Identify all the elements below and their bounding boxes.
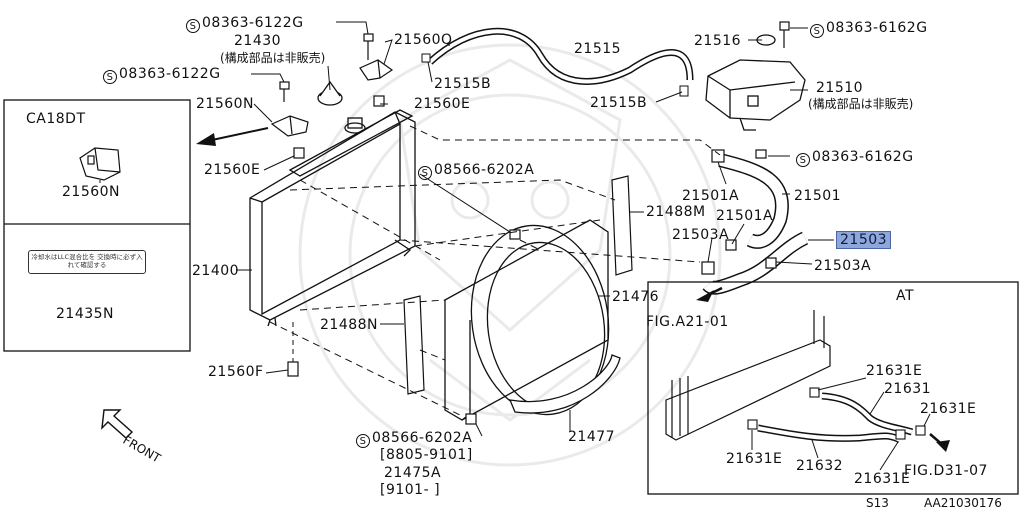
label-21501a-left: 21501A: [682, 188, 740, 204]
grommet-21560e-left: [293, 147, 305, 159]
bolt-shroud-bottom: [465, 413, 477, 425]
label-21503a-left: 21503A: [672, 227, 730, 243]
hose-clamps: [701, 149, 777, 275]
label-range-9101: [9101- ]: [380, 482, 441, 498]
label-21560f: 21560F: [208, 364, 264, 380]
label-range-8805-9101: [8805-9101]: [380, 447, 473, 463]
label-21560q: 21560Q: [394, 32, 453, 48]
clip-21515b-right: [679, 85, 689, 97]
at-title: AT: [896, 288, 915, 304]
label-21501a-right: 21501A: [716, 208, 774, 224]
at-clamps: [747, 387, 926, 440]
label-21477: 21477: [568, 429, 616, 445]
label-21560e-left: 21560E: [204, 162, 261, 178]
reservoir-tank: [705, 34, 806, 131]
inset-bracket-icon: [79, 147, 121, 181]
label-21631e-c: 21631E: [726, 451, 783, 467]
seal-21488m: [611, 175, 633, 276]
label-21475a: 21475A: [384, 465, 442, 481]
label-21503-highlighted[interactable]: 21503: [836, 231, 892, 249]
label-21510: 21510: [816, 80, 864, 96]
seal-21488n: [403, 295, 425, 395]
ca18dt-title: CA18DT: [26, 111, 86, 127]
label-21501: 21501: [794, 188, 842, 204]
label-21515: 21515: [574, 41, 622, 57]
dashed-guides: [269, 125, 721, 416]
s-mark-icon: S: [103, 70, 117, 84]
label-s13: S13: [866, 496, 889, 510]
bolt-tank-top: [779, 21, 790, 48]
label-21560n: 21560N: [196, 96, 255, 112]
caution-label-21435n: 冷却水はLLC混合比を 交換時に必ず入れて確認する: [28, 250, 146, 274]
label-21560e-top: 21560E: [414, 96, 471, 112]
label-fig-d31-07: FIG.D31-07: [904, 463, 988, 479]
label-21430-note: (構成部品は非販売): [220, 51, 326, 65]
bolt-top: [363, 33, 374, 60]
at-radiator: [665, 310, 831, 441]
clip-21515b-left: [421, 53, 431, 63]
label-21510-note: (構成部品は非販売): [808, 97, 914, 111]
label-fig-a21-01: FIG.A21-01: [646, 314, 729, 330]
front-arrow-icon: [101, 409, 134, 439]
label-21488m: 21488M: [646, 204, 706, 220]
mount-21560f: [287, 361, 299, 377]
bolt-tank-mid: [755, 149, 767, 159]
s-mark-icon: S: [186, 19, 200, 33]
at-leaders: [751, 377, 931, 471]
bolt-left: [279, 81, 290, 102]
label-21515b-right: 21515B: [590, 95, 648, 111]
s-mark-icon: S: [418, 166, 432, 180]
at-inset-frame: [647, 281, 1019, 495]
label-21631e-a: 21631E: [866, 363, 923, 379]
bolt-shroud-top: [509, 229, 521, 240]
bracket-21560n: [270, 115, 309, 137]
drawing-code: AA21030176: [924, 496, 1002, 510]
label-21430: 21430: [234, 33, 282, 49]
label-21515b-left: 21515B: [434, 76, 492, 92]
label-21632: 21632: [796, 458, 844, 474]
label-21503a-right: 21503A: [814, 258, 872, 274]
lower-shroud: [508, 354, 621, 414]
label-21631e-b: 21631E: [920, 401, 977, 417]
leader-lines: [236, 21, 834, 437]
s-mark-icon: S: [810, 24, 824, 38]
s-mark-icon: S: [356, 434, 370, 448]
s-mark-icon: S: [796, 153, 810, 167]
label-21631e-d: 21631E: [854, 471, 911, 487]
label-21400: 21400: [192, 263, 240, 279]
fig-a21-arrow: [696, 290, 714, 302]
ca18dt-inset-frame: [3, 99, 191, 352]
watermark-emblem: [298, 43, 722, 467]
label-21488n: 21488N: [320, 317, 379, 333]
label-21435n: 21435N: [56, 306, 115, 322]
bracket-21560q: [359, 59, 394, 81]
label-21631: 21631: [884, 381, 932, 397]
label-21516: 21516: [694, 33, 742, 49]
label-21560n-inset: 21560N: [62, 184, 121, 200]
label-21476: 21476: [612, 289, 660, 305]
grommet-21560e-top: [373, 95, 385, 107]
